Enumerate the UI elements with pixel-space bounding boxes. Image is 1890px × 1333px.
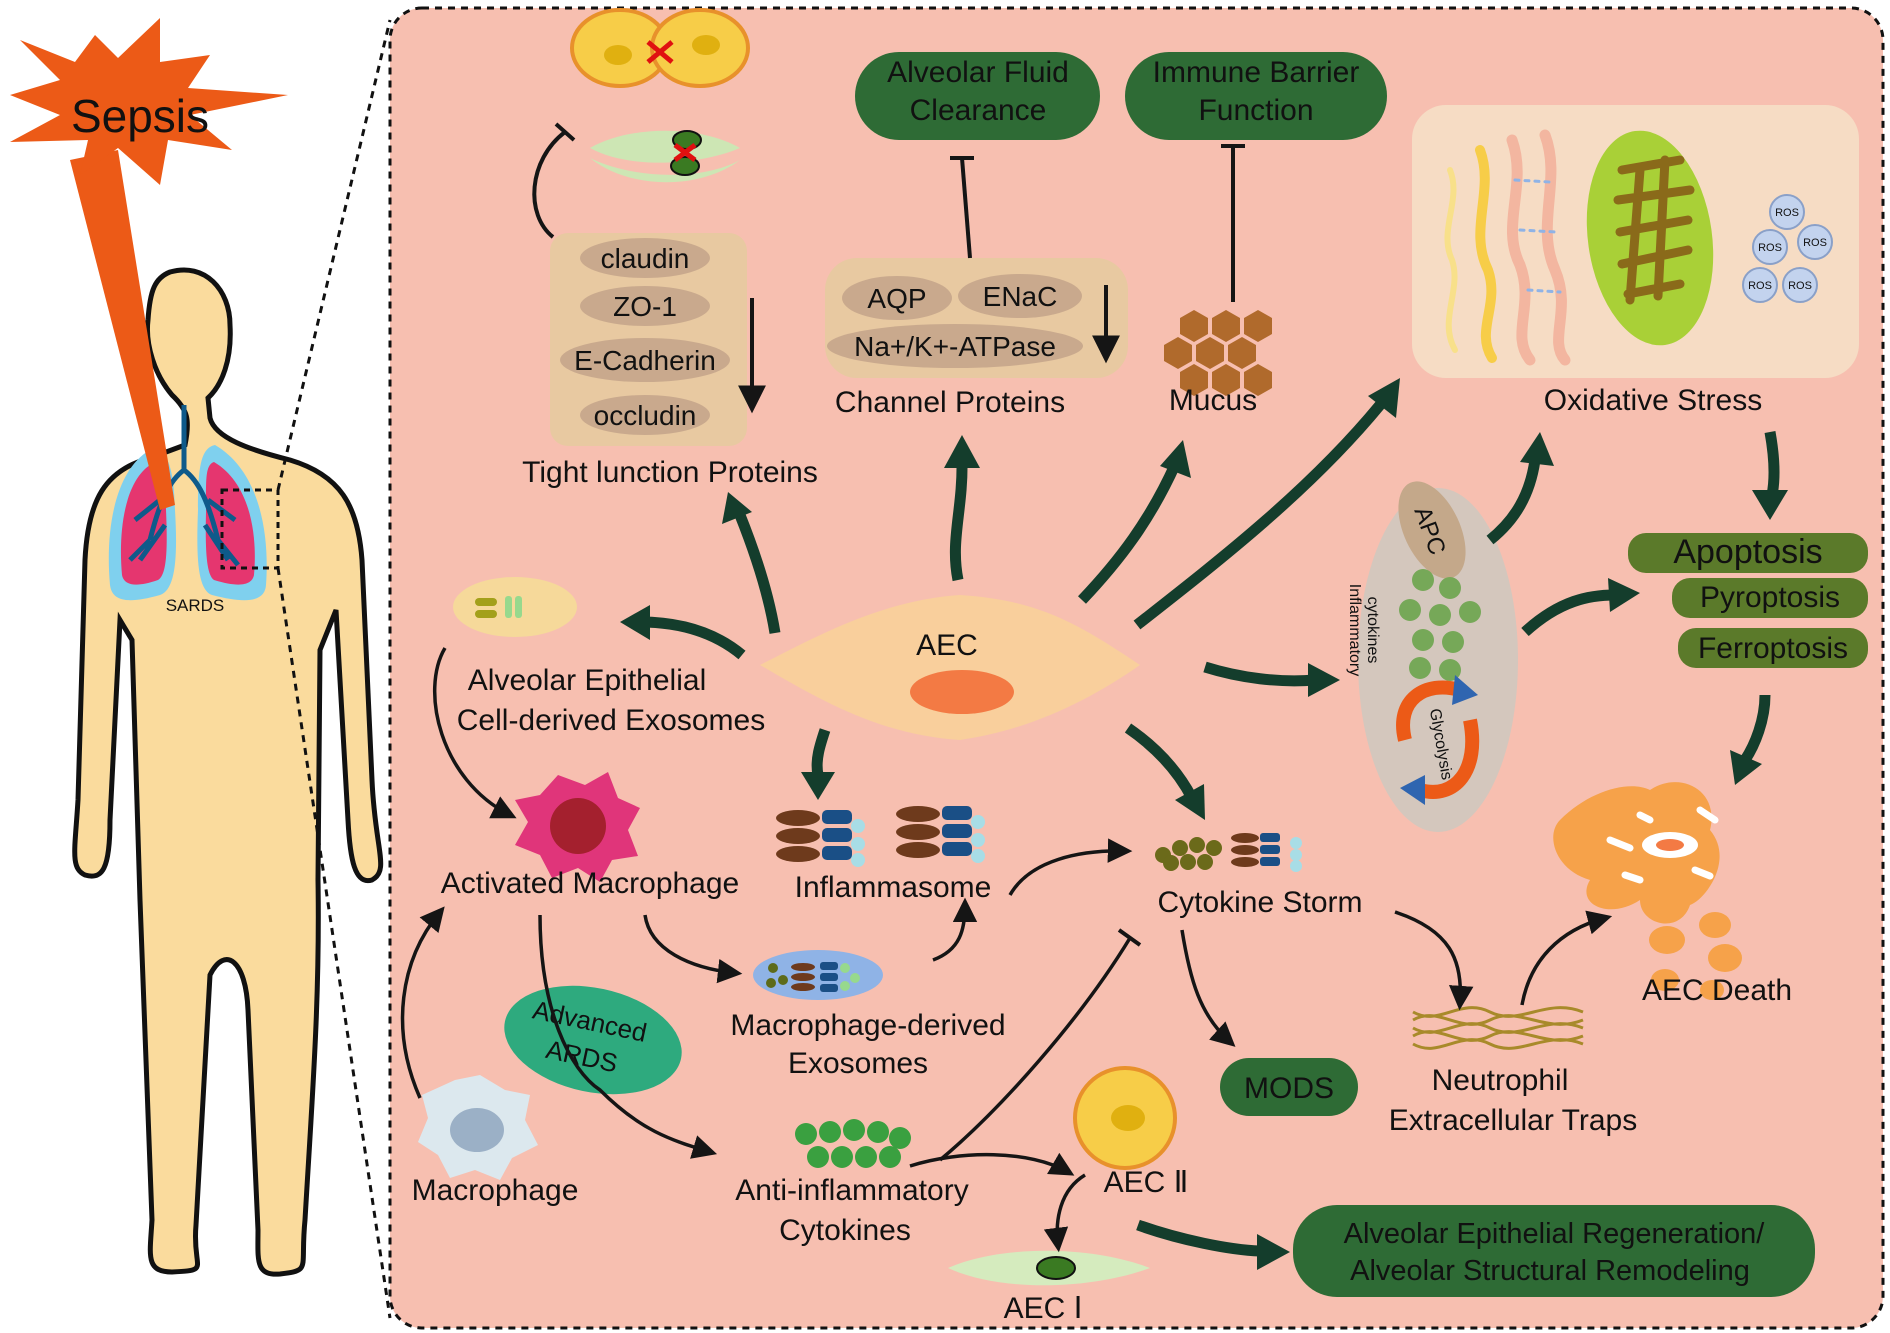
- inflammasome-label: Inflammasome: [795, 871, 992, 904]
- ros-label-0: ROS: [1775, 207, 1799, 219]
- channel-protein-2: Na+/K+-ATPase: [854, 331, 1056, 362]
- mods-pill: [1220, 1058, 1358, 1116]
- ros-label-3: ROS: [1748, 280, 1772, 292]
- macrophage-exosome-line-1: Macrophage-derived: [730, 1009, 1005, 1042]
- activated-macrophage-label: Activated Macrophage: [441, 867, 740, 900]
- neutrophil-traps-icon: [1412, 1006, 1584, 1050]
- macrophage-exosome-cargo: [766, 962, 860, 992]
- ros-label-4: ROS: [1788, 280, 1812, 292]
- pyroptosis-pill: [1672, 578, 1868, 618]
- net-line-2: Extracellular Traps: [1389, 1104, 1637, 1137]
- tj-protein-1: ZO-1: [613, 291, 677, 322]
- zoom-line-bottom: [276, 567, 392, 1319]
- macrophage-exosome-line-2: Exosomes: [788, 1047, 928, 1080]
- sepsis-beam: [70, 150, 175, 510]
- channel-protein-0: AQP: [867, 283, 926, 314]
- tight-junction-caption: Tight lunction Proteins: [522, 456, 818, 489]
- aec-nucleus: [910, 670, 1014, 714]
- apc-cytokine-label-1: Inflammatory: [1346, 584, 1363, 676]
- tj-inhibit-curve: [532, 130, 567, 239]
- er-golgi-icon: [1444, 129, 1571, 366]
- fluid-clearance-pill: [855, 52, 1100, 140]
- regeneration-pill: [1293, 1205, 1815, 1297]
- apc-cytokine-label-2: cytokines: [1364, 597, 1381, 664]
- ferroptosis-label: Ferroptosis: [1698, 632, 1848, 665]
- aec-exosome-cargo: [475, 596, 522, 618]
- tight-junction-proteins: claudin ZO-1 E-Cadherin occludin: [560, 238, 730, 435]
- anti-inflammatory-line-2: Cytokines: [779, 1214, 911, 1247]
- fluid-clearance-line-1: Alveolar Fluid: [887, 56, 1069, 89]
- dead-cell-icon: [1553, 782, 1720, 924]
- apc-badge: [1398, 481, 1466, 579]
- apc-cytokine-dots: [1399, 569, 1481, 681]
- macrophage-exosome-icon: [753, 950, 883, 1000]
- mucus-icon: [1164, 310, 1272, 396]
- mitochondrion-icon: [1586, 130, 1714, 346]
- human-silhouette-icon: [72, 267, 384, 1277]
- regeneration-line-2: Alveolar Structural Remodeling: [1350, 1255, 1750, 1287]
- ros-label-2: ROS: [1803, 237, 1827, 249]
- aec1-label: AEC Ⅰ: [1004, 1292, 1083, 1325]
- anti-inflammatory-dots: [795, 1119, 911, 1168]
- regeneration-line-1: Alveolar Epithelial Regeneration/: [1344, 1218, 1766, 1250]
- aec-exosome-line-1: Alveolar Epithelial: [468, 664, 706, 697]
- inflammasome-icon: [776, 806, 985, 867]
- glycolysis-cycle-icon: [1396, 675, 1480, 805]
- pyroptosis-label: Pyroptosis: [1700, 581, 1840, 614]
- channel-caption: Channel Proteins: [835, 386, 1065, 419]
- lung-label: SARDS: [166, 596, 225, 615]
- immune-barrier-pill: [1125, 52, 1387, 140]
- tj-protein-3: occludin: [594, 400, 697, 431]
- advanced-ards-badge: [504, 985, 682, 1095]
- ferroptosis-pill: [1678, 628, 1868, 668]
- apoptotic-bodies: [1649, 912, 1742, 1000]
- aec-death-label: AEC Death: [1642, 974, 1792, 1007]
- aec-cell: [760, 595, 1140, 740]
- macrophage-label: Macrophage: [412, 1174, 579, 1207]
- sepsis-burst-icon: [10, 18, 288, 185]
- cytokine-storm-label: Cytokine Storm: [1157, 886, 1362, 919]
- storm-inhibit-bar: [1117, 928, 1142, 947]
- thin-arrows: [400, 647, 1613, 1253]
- apoptosis-label: Apoptosis: [1673, 533, 1822, 571]
- ros-label-1: ROS: [1758, 242, 1782, 254]
- mucus-label: Mucus: [1169, 384, 1257, 417]
- thick-arrows: [620, 378, 1788, 1270]
- oxidative-stress-caption: Oxidative Stress: [1544, 384, 1762, 417]
- aec2-label: AEC Ⅱ: [1104, 1166, 1189, 1199]
- tj-protein-0: claudin: [601, 243, 690, 274]
- net-line-1: Neutrophil: [1432, 1064, 1569, 1097]
- fluid-clearance-line-2: Clearance: [910, 94, 1047, 127]
- anti-inflammatory-line-1: Anti-inflammatory: [735, 1174, 968, 1207]
- disrupted-cells-icon: [570, 8, 750, 183]
- immune-barrier-line-1: Immune Barrier: [1153, 56, 1360, 89]
- immune-barrier-line-2: Function: [1198, 94, 1313, 127]
- aec-label: AEC: [916, 629, 978, 662]
- ros-molecules: ROS ROS ROS ROS ROS: [1742, 194, 1833, 303]
- channel-protein-1: ENaC: [983, 281, 1058, 312]
- tj-protein-2: E-Cadherin: [574, 345, 716, 376]
- cytokine-storm-icon: [1155, 833, 1302, 872]
- sepsis-label: Sepsis: [71, 90, 209, 142]
- aec-exosome-line-2: Cell-derived Exosomes: [457, 704, 765, 737]
- apoptosis-pill: [1628, 533, 1868, 573]
- mods-label: MODS: [1244, 1072, 1334, 1105]
- zoom-line-top: [276, 19, 392, 491]
